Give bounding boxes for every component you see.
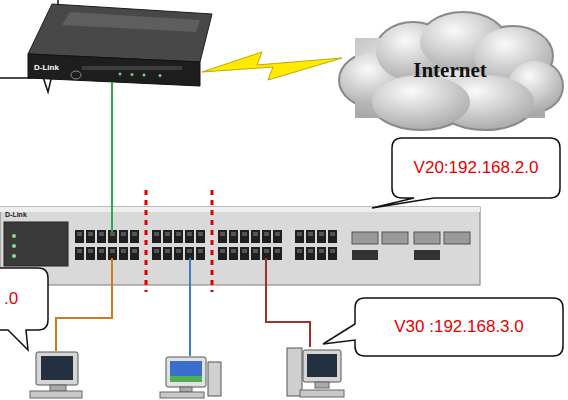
callout-bubble: .0 [0,268,48,330]
computer [30,352,82,398]
vlan-label: .0 [4,289,18,309]
callout-bubble: V20:192.168.2.0 [392,138,560,198]
pc-cable [266,258,310,347]
computer [160,357,221,398]
brand-label: D-Link [5,211,27,218]
pc-cable [189,258,191,356]
switch [0,207,480,285]
cloud: Internet [335,8,565,133]
callout-bubble: V30 :192.168.3.0 [355,298,563,356]
vlan-separator [145,190,148,292]
vlan-separator [211,190,214,292]
uplink-cable [111,82,113,232]
router [28,4,212,86]
pc-cable [56,258,112,351]
brand-label: D-Link [34,63,59,72]
computer [287,348,344,397]
wireless-link [202,52,342,80]
vlan-label: V20:192.168.2.0 [414,158,539,178]
vlan-label: V30 :192.168.3.0 [394,317,524,337]
cloud-label: Internet [413,58,486,83]
